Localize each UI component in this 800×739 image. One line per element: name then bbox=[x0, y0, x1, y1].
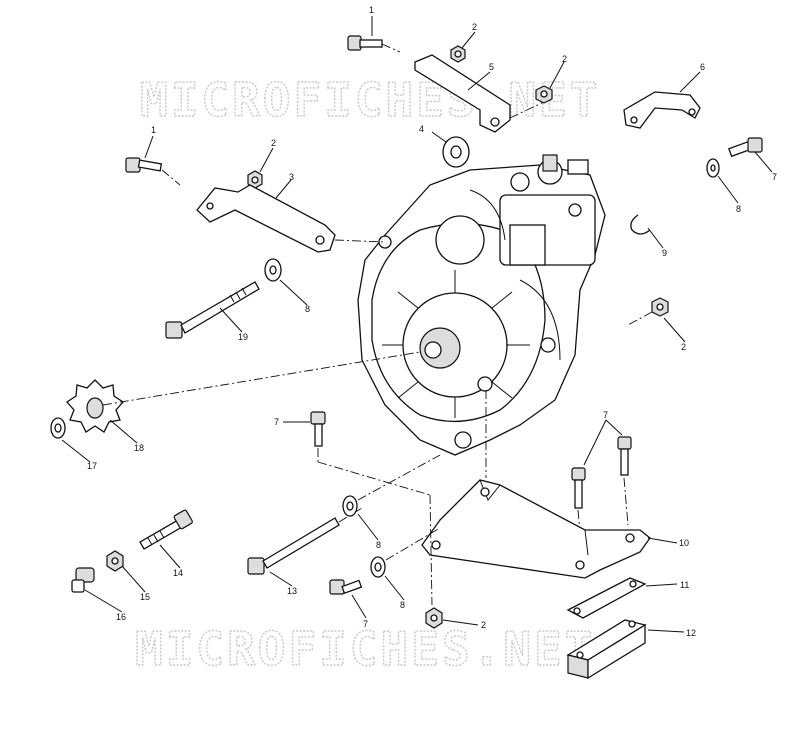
callout-10: 10 bbox=[679, 538, 689, 548]
bolt-13 bbox=[247, 507, 363, 575]
washer-8-mount-b bbox=[370, 527, 441, 578]
callout-2-left: 2 bbox=[271, 138, 276, 148]
callout-2-gearcase: 2 bbox=[681, 342, 686, 352]
callout-16: 16 bbox=[116, 612, 126, 622]
nut-2-bottom bbox=[425, 607, 443, 629]
callout-2-bottom: 2 bbox=[481, 620, 486, 630]
washer-8-mount-a bbox=[342, 454, 441, 517]
gearcase-assembly bbox=[357, 154, 606, 456]
nut-15 bbox=[106, 550, 124, 572]
callout-1-top: 1 bbox=[369, 5, 374, 15]
bolt-14 bbox=[139, 509, 193, 550]
bolt-7-mount-right-b bbox=[617, 436, 632, 526]
sprocket-18 bbox=[66, 351, 421, 433]
bracket-3 bbox=[196, 184, 386, 253]
callout-17: 17 bbox=[87, 461, 97, 471]
watermark-bottom: MICROFICHES.NET bbox=[135, 622, 595, 676]
callout-8-right: 8 bbox=[736, 204, 741, 214]
spacer-4 bbox=[442, 136, 470, 168]
callout-7-right: 7 bbox=[772, 172, 777, 182]
callout-9: 9 bbox=[662, 248, 667, 258]
callout-7-mount: 7 bbox=[274, 417, 279, 427]
callout-7-bottom: 7 bbox=[363, 619, 368, 629]
washer-8-left bbox=[264, 258, 282, 282]
centerline-mount bbox=[317, 461, 431, 496]
watermark-top: MICROFICHES.NET bbox=[140, 73, 600, 127]
callout-2-top: 2 bbox=[472, 22, 477, 32]
bolt-19 bbox=[165, 281, 260, 339]
callout-5: 5 bbox=[489, 62, 494, 72]
nut-2-right bbox=[535, 85, 553, 104]
callout-4: 4 bbox=[419, 124, 424, 134]
fitting-16 bbox=[71, 567, 95, 593]
callout-6: 6 bbox=[700, 62, 705, 72]
bolt-1-left bbox=[125, 157, 181, 186]
centerline-nut bbox=[429, 494, 433, 606]
callout-15: 15 bbox=[140, 592, 150, 602]
callout-8-left: 8 bbox=[305, 304, 310, 314]
bracket-6 bbox=[623, 91, 701, 129]
callout-13: 13 bbox=[287, 586, 297, 596]
washer-17 bbox=[50, 417, 66, 439]
bolt-7-right bbox=[728, 137, 763, 158]
bolt-7-mount-left bbox=[310, 411, 326, 462]
callout-3: 3 bbox=[289, 172, 294, 182]
block-12 bbox=[566, 619, 647, 680]
engine-mount-10 bbox=[421, 390, 651, 579]
bolt-7-bottom bbox=[329, 579, 363, 595]
callout-19: 19 bbox=[238, 332, 248, 342]
callout-14: 14 bbox=[173, 568, 183, 578]
callout-18: 18 bbox=[134, 443, 144, 453]
callout-7-mount-right: 7 bbox=[603, 410, 608, 420]
nut-2-top bbox=[450, 45, 466, 63]
bracket-5 bbox=[414, 54, 549, 133]
nut-2-gearcase-right bbox=[627, 297, 669, 326]
callout-1-left: 1 bbox=[151, 125, 156, 135]
callout-12: 12 bbox=[686, 628, 696, 638]
callout-11: 11 bbox=[680, 580, 689, 590]
nut-2-left bbox=[247, 170, 263, 189]
bolt-1-top bbox=[347, 35, 401, 53]
callout-2-right: 2 bbox=[562, 54, 567, 64]
callout-8-mount-b: 8 bbox=[400, 600, 405, 610]
washer-8-right bbox=[706, 158, 720, 178]
plate-11 bbox=[566, 577, 647, 619]
callout-labels: 1 2 2 5 6 4 1 2 3 7 8 9 8 19 2 18 17 7 7… bbox=[87, 5, 777, 638]
callout-8-mount-a: 8 bbox=[376, 540, 381, 550]
clip-9 bbox=[630, 214, 651, 235]
leader-lines bbox=[61, 16, 773, 633]
